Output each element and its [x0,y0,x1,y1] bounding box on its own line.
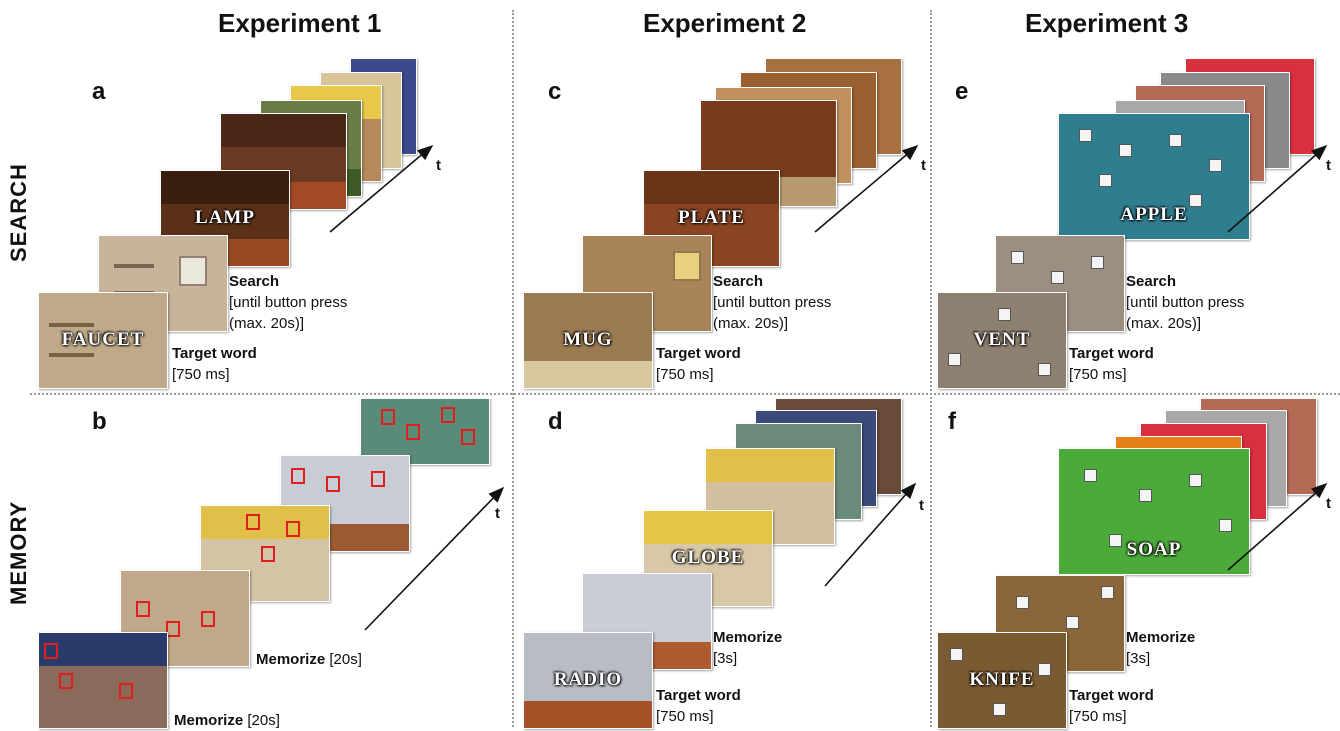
memorize-caption: Memorize [20s] [256,651,362,668]
panel-letter-b: b [92,408,107,435]
time-label: t [1326,157,1331,174]
target-word: KNIFE [969,669,1035,691]
texture-frame: VENT [937,292,1067,389]
target-word: MUG [563,329,613,351]
search-caption: Search [until button press (max. 20s)] [229,273,348,332]
target-word-caption: Target word [750 ms] [172,345,257,383]
search-target-word: PLATE [678,207,745,229]
row-label-search: SEARCH [6,163,31,262]
memory-scene-frame: RADIO [523,632,653,729]
bathroom-scene-frame: FAUCET [38,292,168,389]
panel-letter-f: f [948,408,956,435]
texture-frame: SOAP [1058,448,1250,575]
column-title-experiment-2: Experiment 2 [643,8,807,38]
kitchen-scene-frame: MUG [523,292,653,389]
row-label-memory: MEMORY [6,500,31,605]
target-word: VENT [973,329,1031,351]
time-arrow-d: t [824,482,924,587]
time-label: t [919,497,924,514]
panel-letter-d: d [548,408,563,435]
search-caption: Search [until button press (max. 20s)] [713,273,832,332]
memorize-caption: Memorize [3s] [713,629,783,667]
time-arrow-e: t [1227,144,1331,233]
memory-scene-frame [38,632,168,729]
memorize-target-word: SOAP [1126,539,1182,560]
row-divider [30,393,1340,395]
texture-frame: KNIFE [937,632,1067,729]
memory-scene-frame [360,398,490,465]
search-target-word: APPLE [1120,204,1188,225]
target-word-caption: Target word [750 ms] [656,345,741,383]
time-label: t [436,157,441,174]
column-title-experiment-1: Experiment 1 [218,8,382,38]
time-arrow-f: t [1227,482,1331,571]
panel-letter-a: a [92,78,106,105]
target-word-caption: Target word [750 ms] [656,687,741,725]
target-word: RADIO [553,669,623,691]
time-label: t [921,157,926,174]
column-title-experiment-3: Experiment 3 [1025,8,1189,38]
target-word: FAUCET [61,329,145,351]
time-arrow-b: t [364,486,505,631]
target-word-caption: Target word [750 ms] [1069,345,1154,383]
time-arrow-a: t [329,144,441,233]
panel-letter-e: e [955,78,969,105]
search-caption: Search [until button press (max. 20s)] [1126,273,1245,332]
panel-letter-c: c [548,78,562,105]
target-word-caption: Target word [750 ms] [1069,687,1154,725]
memorize-target-word: GLOBE [671,547,745,569]
memorize-caption: Memorize [20s] [174,712,280,729]
column-divider-2 [930,10,932,727]
time-label: t [495,505,500,522]
time-arrow-c: t [814,144,926,233]
time-label: t [1326,495,1331,512]
search-target-word: LAMP [195,207,255,229]
texture-frame: APPLE [1058,113,1250,240]
column-divider-1 [512,10,514,727]
memorize-caption: Memorize [3s] [1126,629,1196,667]
